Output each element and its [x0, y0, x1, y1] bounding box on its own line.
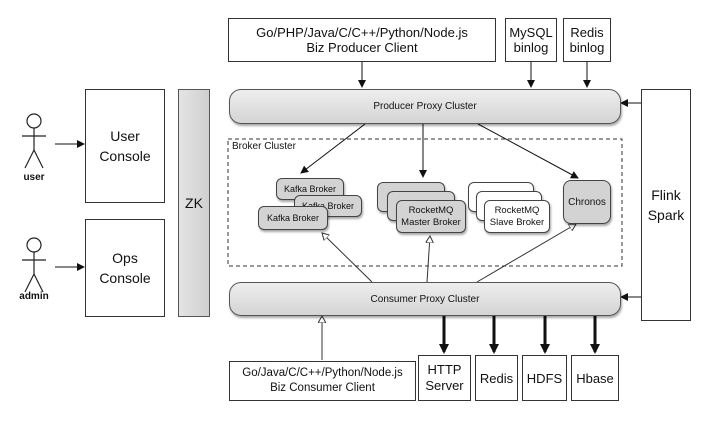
user-console: User Console	[85, 89, 165, 203]
ops-console-line2: Console	[99, 270, 151, 286]
user-console-line2: Console	[99, 148, 151, 164]
rocketmq-master-line1: RocketMQ	[408, 204, 454, 216]
producer-client-languages: Go/PHP/Java/C/C++/Python/Node.js	[256, 25, 468, 40]
rocketmq-slave-line1: RocketMQ	[494, 204, 540, 216]
hbase-sink: Hbase	[571, 355, 619, 401]
user-actor-icon	[22, 113, 46, 169]
redis-binlog: Redis binlog	[563, 18, 611, 62]
kafka-broker-front: Kafka Broker	[258, 206, 328, 230]
biz-producer-client: Go/PHP/Java/C/C++/Python/Node.js Biz Pro…	[228, 18, 496, 62]
redis-binlog-label: Redis	[570, 25, 604, 40]
http-server-line1: HTTP	[427, 362, 462, 377]
kafka-broker-front-label: Kafka Broker	[266, 213, 320, 223]
consumer-proxy-cluster: Consumer Proxy Cluster	[229, 282, 621, 316]
rocketmq-slave-broker: RocketMQ Slave Broker	[484, 200, 550, 233]
mysql-binlog: MySQL binlog	[505, 18, 557, 62]
redis-sink: Redis	[475, 355, 518, 401]
zk-box: ZK	[178, 89, 210, 317]
user-actor-label: user	[23, 172, 45, 183]
ops-console: Ops Console	[85, 219, 165, 317]
arrow-producer-kafka	[300, 123, 366, 174]
kafka-broker-back-label: Kafka Broker	[283, 184, 337, 194]
producer-proxy-label: Producer Proxy Cluster	[373, 101, 477, 112]
arrow-producer-chronos	[477, 123, 579, 179]
admin-actor-icon	[22, 237, 46, 293]
mysql-binlog-label: MySQL	[509, 25, 553, 40]
producer-proxy-cluster: Producer Proxy Cluster	[229, 89, 621, 124]
hbase-sink-label: Hbase	[576, 370, 614, 386]
producer-client-title: Biz Producer Client	[306, 40, 418, 55]
chronos-box: Chronos	[563, 180, 611, 224]
mysql-binlog-sub: binlog	[513, 40, 549, 55]
admin-actor-label: admin	[19, 291, 49, 302]
spark-label: Spark	[647, 207, 685, 223]
consumer-client-title: Biz Consumer Client	[270, 382, 375, 394]
flink-spark-box: Flink Spark	[641, 89, 691, 321]
consumer-proxy-label: Consumer Proxy Cluster	[370, 293, 480, 305]
rocketmq-master-broker: RocketMQ Master Broker	[396, 200, 466, 233]
http-server-line2: Server	[425, 378, 464, 393]
rocketmq-master-line2: Master Broker	[401, 216, 461, 228]
kafka-broker-middle-label: Kafka Broker	[301, 201, 355, 211]
broker-cluster-label: Broker Cluster	[232, 141, 296, 152]
redis-sink-label: Redis	[479, 370, 514, 386]
flink-label: Flink	[651, 187, 681, 203]
broker-cluster-frame	[227, 138, 623, 267]
arrow-consumer-chronos	[476, 224, 576, 283]
hdfs-sink: HDFS	[522, 355, 567, 401]
consumer-client-languages: Go/Java/C/C++/Python/Node.js	[242, 367, 403, 379]
http-server-sink: HTTP Server	[418, 355, 471, 401]
arrow-consumer-rocketmq	[427, 236, 430, 283]
zk-label: ZK	[185, 195, 203, 211]
rocketmq-slave-line2: Slave Broker	[489, 216, 545, 228]
hdfs-sink-label: HDFS	[526, 370, 563, 386]
redis-binlog-sub: binlog	[569, 40, 605, 55]
biz-consumer-client: Go/Java/C/C++/Python/Node.js Biz Consume…	[229, 361, 416, 401]
arrow-consumer-kafka	[322, 233, 373, 283]
ops-console-line1: Ops	[112, 250, 138, 266]
chronos-label: Chronos	[568, 196, 606, 208]
user-console-line1: User	[110, 128, 140, 144]
